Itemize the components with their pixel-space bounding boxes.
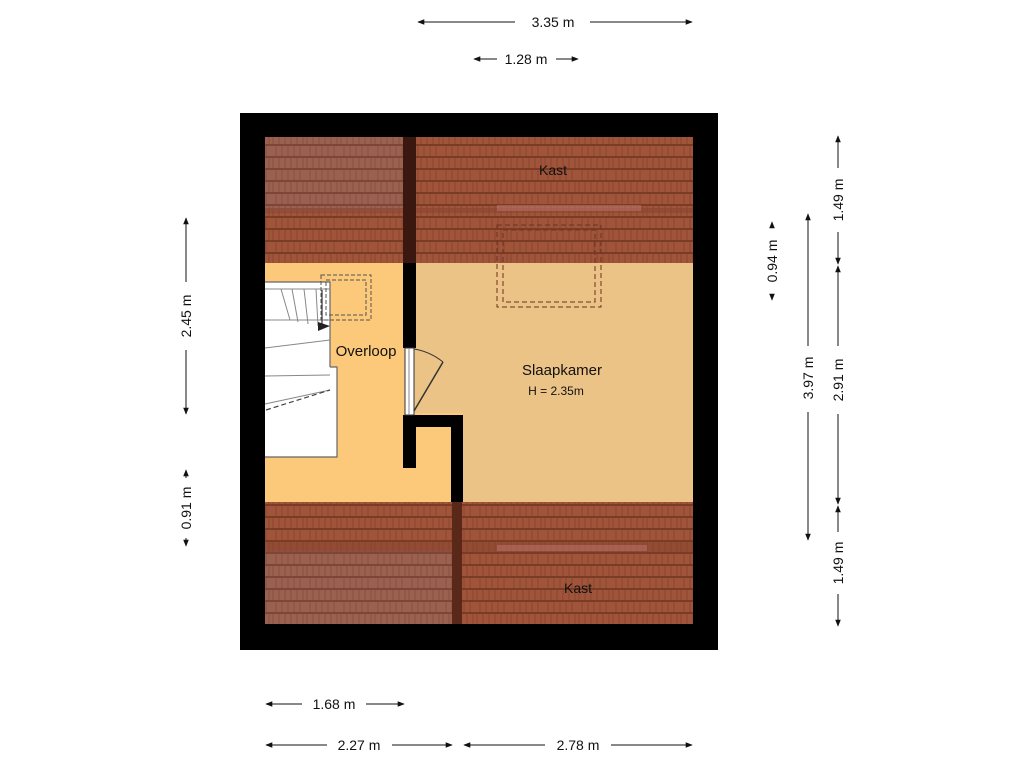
label-overloop: Overloop (336, 343, 397, 360)
svg-text:0.91 m: 0.91 m (178, 487, 194, 530)
dimension-right-mid: 3.97 m (800, 213, 816, 541)
dimension-bottom-left-inner: 1.68 m (265, 696, 405, 712)
dimension-right-center: 2.91 m (830, 265, 846, 505)
svg-text:1.49 m: 1.49 m (830, 179, 846, 222)
dimension-top-total: 3.35 m (417, 14, 693, 30)
label-kast-top: Kast (539, 162, 567, 178)
svg-text:2.78 m: 2.78 m (557, 737, 600, 753)
stair-direction-arrow (318, 322, 330, 331)
svg-text:2.45 m: 2.45 m (178, 295, 194, 338)
svg-text:1.68 m: 1.68 m (313, 696, 356, 712)
staircase (264, 281, 338, 458)
interior-wall-upper (403, 263, 416, 348)
label-slaapkamer-height: H = 2.35m (528, 384, 584, 398)
svg-text:2.91 m: 2.91 m (830, 359, 846, 402)
roof-partition-wall (403, 137, 416, 263)
svg-text:3.35 m: 3.35 m (532, 14, 575, 30)
svg-text:1.49 m: 1.49 m (830, 542, 846, 585)
dimension-right-bottom: 1.49 m (830, 505, 846, 627)
dimension-left-lower: 0.91 m (178, 469, 194, 547)
roof-ridge-bottom (265, 542, 693, 552)
dimension-right-top: 1.49 m (830, 135, 846, 265)
roof-hatch-overloop (320, 274, 372, 321)
skylight-slaapkamer (496, 224, 602, 308)
roof-bottom-left-shade (265, 550, 455, 624)
dimension-right-inner: 0.94 m (764, 221, 780, 301)
roof-top-left-shade (265, 137, 405, 212)
svg-text:3.97 m: 3.97 m (800, 357, 816, 400)
interior-wall-horizontal (403, 415, 463, 427)
label-kast-bottom: Kast (564, 580, 592, 596)
dimension-bottom-left: 2.27 m (265, 737, 453, 753)
roof-ridge-top (265, 208, 693, 213)
interior-wall-vertical (451, 415, 463, 502)
svg-text:2.27 m: 2.27 m (338, 737, 381, 753)
svg-text:0.94 m: 0.94 m (764, 240, 780, 283)
door-slaapkamer (404, 347, 444, 416)
label-slaapkamer: Slaapkamer (522, 362, 602, 379)
interior-wall-lower (403, 415, 416, 468)
svg-text:1.28 m: 1.28 m (505, 51, 548, 67)
dimension-left-upper: 2.45 m (178, 217, 194, 415)
roof-partition-wall-bottom (452, 502, 462, 624)
dimension-top-inner: 1.28 m (473, 51, 579, 67)
dimension-bottom-right: 2.78 m (463, 737, 693, 753)
